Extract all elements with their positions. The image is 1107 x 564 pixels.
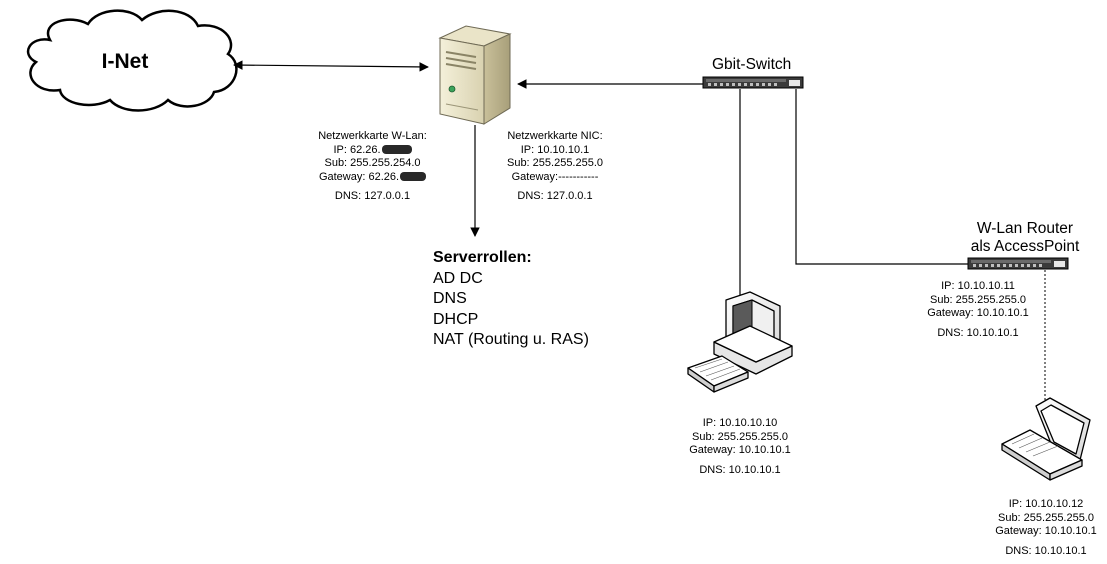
pc-config: IP: 10.10.10.10 Sub: 255.255.255.0 Gatew…	[680, 417, 800, 477]
role-item: AD DC	[433, 269, 483, 287]
wlan-dns: DNS: 127.0.0.1	[334, 190, 411, 202]
desktop-pc-icon	[687, 291, 793, 393]
router-label-line2: als AccessPoint	[970, 238, 1080, 255]
pc-sub: Sub: 255.255.255.0	[691, 430, 789, 443]
redacted-mark	[400, 171, 427, 181]
link-inet-server	[233, 60, 429, 72]
router-label: W-Lan Router als AccessPoint	[950, 220, 1100, 256]
wlan-sub: Sub: 255.255.254.0	[324, 157, 421, 169]
laptop-sub: Sub: 255.255.255.0	[997, 511, 1095, 524]
connection-lines	[233, 60, 1046, 408]
router-config: IP: 10.10.10.11 Sub: 255.255.255.0 Gatew…	[918, 280, 1038, 340]
wlan-gateway: Gateway: 62.26.	[300, 171, 445, 185]
nic-gateway: Gateway:-----------	[511, 170, 599, 183]
wlan-heading: Netzwerkkarte W-Lan:	[318, 130, 427, 142]
role-item: DNS	[433, 290, 467, 307]
server-nic-config: Netzwerkkarte NIC: IP: 10.10.10.1 Sub: 2…	[490, 130, 620, 204]
router-sub: Sub: 255.255.255.0	[929, 293, 1027, 306]
role-item: DHCP	[433, 310, 479, 328]
router-ip: IP: 10.10.10.11	[941, 280, 1015, 292]
pc-ip: IP: 10.10.10.10	[702, 417, 778, 429]
internet-cloud-icon	[26, 9, 238, 112]
laptop-gateway: Gateway: 10.10.10.1	[995, 525, 1097, 537]
router-label-line1: W-Lan Router	[976, 220, 1074, 237]
server-tower-icon	[438, 25, 512, 125]
nic-heading: Netzwerkkarte NIC:	[507, 130, 603, 142]
router-gateway: Gateway: 10.10.10.1	[927, 307, 1029, 319]
link-switch-router	[795, 89, 968, 265]
nic-ip: IP: 10.10.10.1	[520, 143, 590, 156]
pc-dns: DNS: 10.10.10.1	[699, 463, 781, 476]
laptop-config: IP: 10.10.10.12 Sub: 255.255.255.0 Gatew…	[986, 498, 1106, 558]
router-dns: DNS: 10.10.10.1	[937, 326, 1019, 339]
server-wlan-config: Netzwerkkarte W-Lan: IP: 62.26. Sub: 255…	[300, 130, 445, 204]
nic-sub: Sub: 255.255.255.0	[506, 157, 604, 169]
switch-label: Gbit-Switch	[712, 56, 792, 73]
role-item: NAT (Routing u. RAS)	[433, 331, 589, 348]
laptop-ip: IP: 10.10.10.12	[1008, 498, 1084, 510]
laptop-icon	[1001, 397, 1091, 481]
router-icon	[967, 257, 1069, 270]
switch-icon	[702, 76, 804, 89]
roles-title: Serverrollen:	[433, 249, 532, 266]
pc-gateway: Gateway: 10.10.10.1	[689, 444, 791, 456]
nic-dns: DNS: 127.0.0.1	[517, 190, 593, 202]
laptop-dns: DNS: 10.10.10.1	[1005, 544, 1087, 557]
inet-label: I-Net	[101, 50, 149, 73]
server-roles: Serverrollen: AD DC DNS DHCP NAT (Routin…	[433, 248, 589, 351]
wlan-ip: IP: 62.26.	[300, 144, 445, 158]
redacted-mark	[381, 144, 412, 154]
